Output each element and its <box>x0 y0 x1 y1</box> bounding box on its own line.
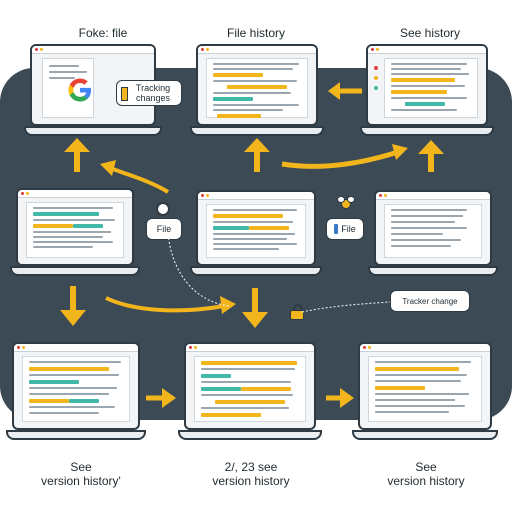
tracking-changes-callout: Tracking changes <box>116 80 182 106</box>
label-bottom-center: 2/, 23 see version history <box>186 460 316 488</box>
clip-icon <box>156 202 170 216</box>
doc-small-icon <box>121 87 128 101</box>
label-bottom-center-line1: 2/, 23 see <box>224 460 278 474</box>
label-top-right: See history <box>399 26 461 40</box>
tracker-change-label: Tracker change <box>402 296 458 306</box>
label-top-left: Foke: file <box>78 26 128 40</box>
label-bottom-left-line1: See <box>70 460 92 474</box>
arrow-up-left <box>64 138 90 172</box>
tracker-change-callout: Tracker change <box>390 290 470 312</box>
label-bottom-right: See version history <box>366 460 486 488</box>
label-bottom-center-line2: version history <box>212 474 290 488</box>
file-callout-left: File <box>146 218 182 240</box>
arrow-up-right <box>418 140 444 172</box>
dotted-connector-tracker <box>301 301 391 313</box>
bee-icon <box>337 196 355 209</box>
laptop-row3-right <box>352 342 498 440</box>
arrow-right-bottom-left <box>146 388 176 408</box>
arrow-curve-to-top-left <box>100 160 170 194</box>
label-bottom-right-line2: version history <box>387 474 465 488</box>
dotted-connector <box>167 233 231 307</box>
laptop-row2-center <box>190 190 322 276</box>
tracking-changes-label: Tracking changes <box>135 83 171 103</box>
file-label-right: File <box>341 224 356 234</box>
laptop-row3-left <box>6 342 146 440</box>
laptop-see-history <box>360 44 494 136</box>
laptop-file-history <box>190 44 324 136</box>
laptop-row2-left <box>10 188 140 276</box>
file-callout-right: File <box>326 218 364 240</box>
google-g-icon <box>68 78 91 102</box>
doc-small-icon <box>334 224 339 234</box>
label-bottom-right-line1: See <box>415 460 437 474</box>
arrow-right-bottom-right <box>326 388 354 408</box>
arrow-curve-to-bottom-center <box>105 296 236 314</box>
arrow-left-top <box>328 82 362 100</box>
arrow-up-center <box>244 138 270 172</box>
file-label-left: File <box>156 224 172 234</box>
label-top-center: File history <box>226 26 285 40</box>
label-bottom-left-line2: version history' <box>41 474 121 488</box>
arrow-down-left <box>60 286 86 326</box>
label-bottom-left: See version history' <box>26 460 136 488</box>
lock-icon <box>290 304 304 320</box>
laptop-row3-center <box>178 342 322 440</box>
laptop-row2-right <box>368 190 498 276</box>
arrow-curve-to-top-right <box>281 144 408 169</box>
arrow-down-center <box>242 288 268 328</box>
